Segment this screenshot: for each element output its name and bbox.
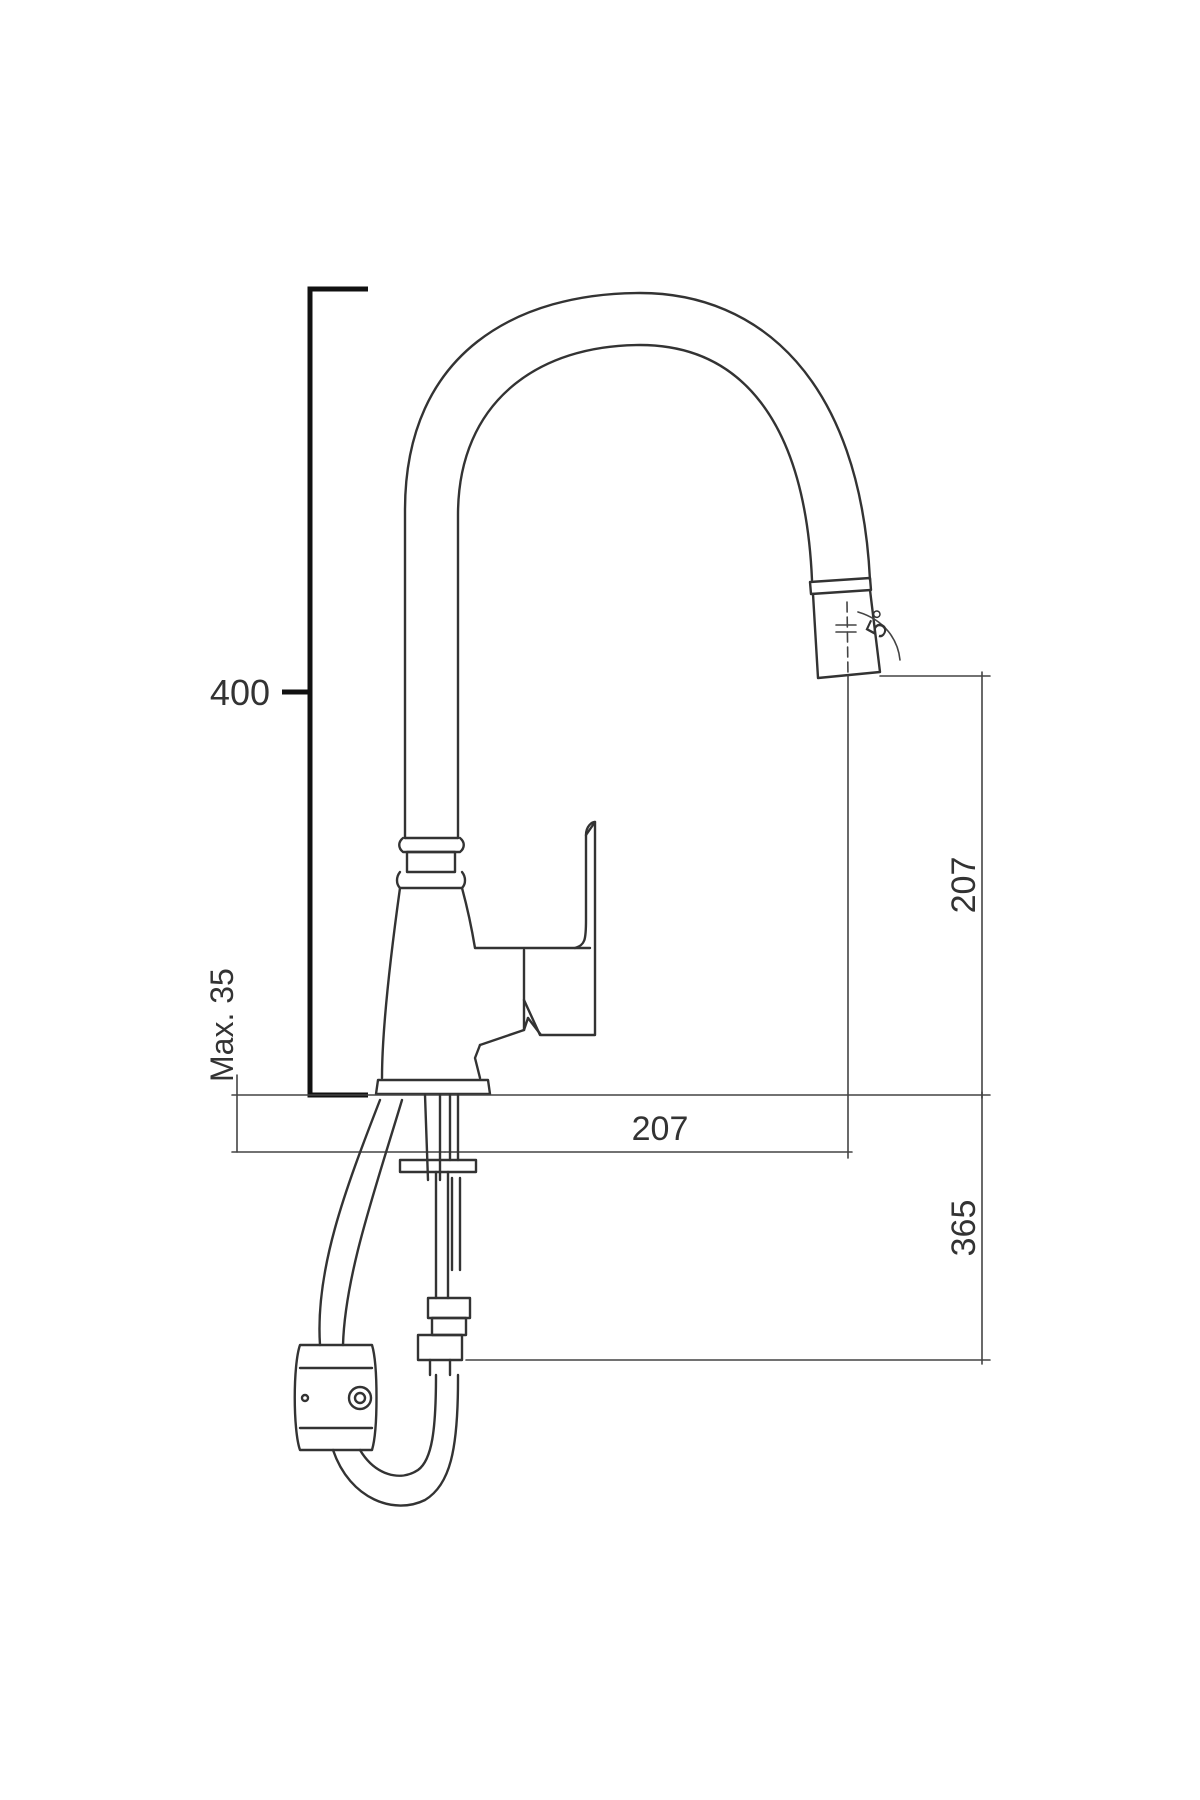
height-bracket [282,286,368,1098]
dimension-reach-label: 207 [632,1110,689,1148]
under-counter-assembly [293,1093,478,1507]
dimension-max35 [231,1074,446,1153]
dimension-365-label: 365 [945,1200,983,1257]
dimension-reach [444,675,853,1159]
dimension-max35-label: Max. 35 [204,968,240,1082]
faucet-body [374,820,597,1096]
dimension-spout-height [879,671,991,1099]
dimension-365 [465,1091,991,1365]
dimension-spout-height-label: 207 [945,857,983,914]
angle-arc [857,611,901,661]
dimension-400-label: 400 [210,672,270,713]
spout [403,291,882,840]
